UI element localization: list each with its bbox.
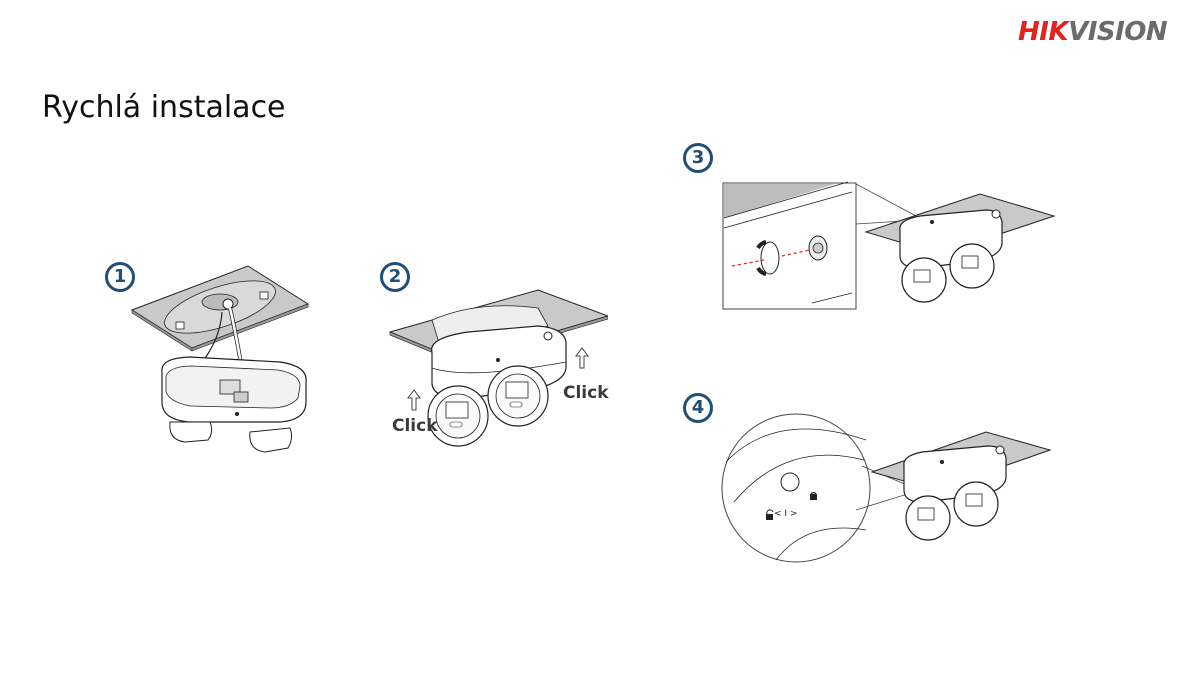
logo-hik: HIK <box>1018 17 1069 47</box>
step-2-badge: 2 <box>380 262 410 292</box>
logo-vision: VISION <box>1068 17 1168 47</box>
step-1-badge: 1 <box>105 262 135 292</box>
lock-indicator: < I > <box>774 509 797 519</box>
click-label-left: Click <box>392 416 438 436</box>
step-1-illustration <box>130 262 310 462</box>
unlock-icon <box>766 509 774 520</box>
step-3-illustration <box>720 180 1060 320</box>
hikvision-logo: HIKVISION <box>1018 15 1168 49</box>
lock-icon <box>810 492 817 500</box>
step-4-illustration: < I > <box>716 410 1056 570</box>
up-arrow-icon <box>407 389 421 411</box>
up-arrow-icon <box>575 347 589 369</box>
step-2-illustration <box>388 280 608 450</box>
click-label-right: Click <box>563 383 609 403</box>
step-4-badge: 4 <box>683 393 713 423</box>
page-title: Rychlá instalace <box>42 90 286 125</box>
step-3-badge: 3 <box>683 143 713 173</box>
